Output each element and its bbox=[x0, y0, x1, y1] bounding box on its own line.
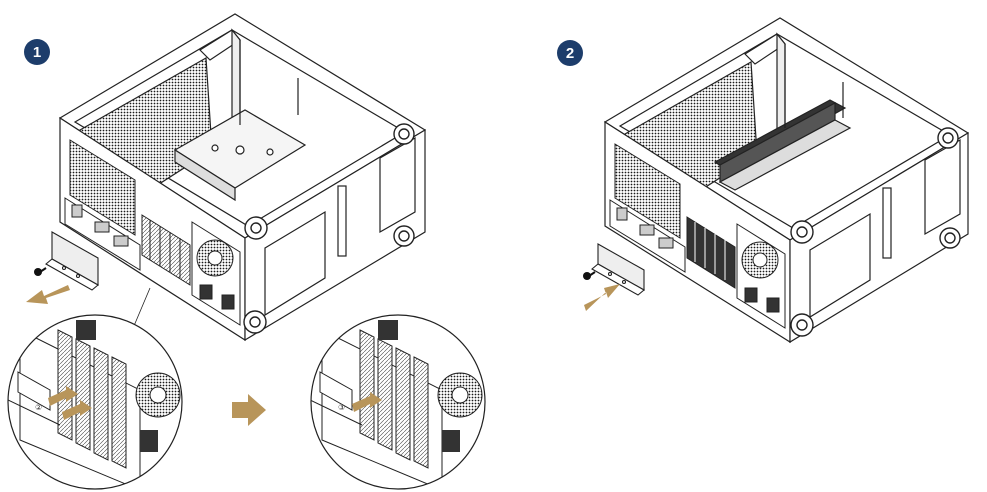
callout-marker-3: ③ bbox=[338, 403, 345, 412]
insert-arrow-detail bbox=[352, 392, 382, 412]
step-2-badge bbox=[557, 40, 583, 66]
slide-arrow-2 bbox=[62, 400, 92, 420]
step-1-group: 1 bbox=[7, 13, 486, 490]
step-1-number: 1 bbox=[33, 44, 41, 61]
rear-io-step-1 bbox=[64, 139, 241, 326]
transition-arrow bbox=[232, 394, 266, 426]
step-1-badge bbox=[24, 39, 50, 65]
slot-bracket-step-1 bbox=[45, 231, 99, 291]
step-2-number: 2 bbox=[566, 45, 574, 62]
remove-arrow bbox=[26, 285, 70, 304]
step-2-group: 2 bbox=[557, 17, 970, 344]
case-feet-step-2 bbox=[790, 127, 961, 337]
rear-io-step-2 bbox=[609, 143, 786, 329]
slide-arrow-1 bbox=[48, 386, 78, 406]
screw-step-2 bbox=[583, 271, 596, 280]
detail-zoom-after: ③ bbox=[310, 314, 486, 490]
slot-bracket-step-2 bbox=[591, 243, 645, 296]
screw-step-1 bbox=[34, 267, 47, 276]
detail-zoom-before: ② bbox=[7, 314, 183, 490]
callout-marker-2: ② bbox=[35, 403, 42, 412]
pc-case-step-1 bbox=[58, 13, 427, 342]
insert-arrow bbox=[584, 284, 620, 311]
case-feet-step-1 bbox=[243, 123, 415, 334]
